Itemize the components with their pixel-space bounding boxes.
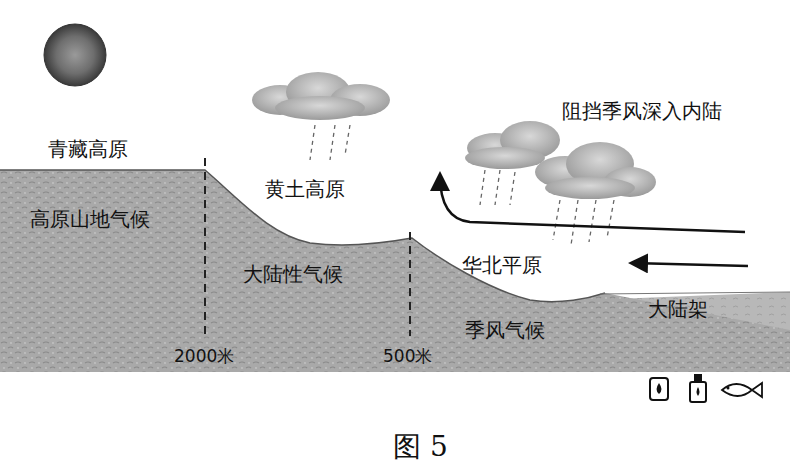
region-label: 青藏高原 [48, 137, 128, 161]
resource-icons [650, 374, 762, 402]
region-label: 2000米 [174, 346, 234, 366]
region-label: 500米 [383, 346, 432, 366]
region-label: 高原山地气候 [30, 207, 150, 231]
region-label: 华北平原 [462, 253, 542, 277]
region-label: 阻挡季风深入内陆 [562, 99, 722, 123]
region-label: 大陆性气候 [243, 262, 343, 286]
region-label: 黄土高原 [265, 177, 345, 201]
region-label: 大陆架 [648, 297, 708, 321]
figure-caption: 图 5 [393, 430, 448, 464]
region-label: 季风气候 [465, 318, 545, 342]
